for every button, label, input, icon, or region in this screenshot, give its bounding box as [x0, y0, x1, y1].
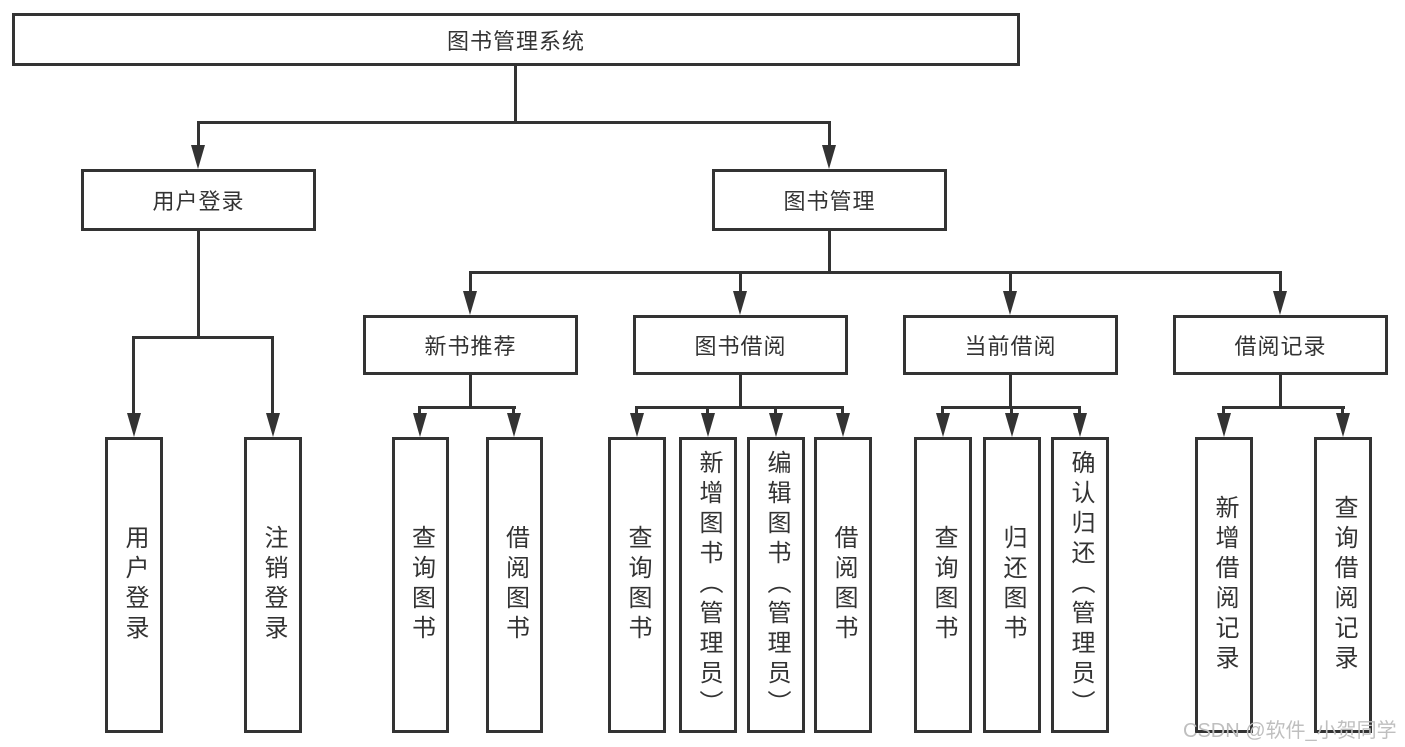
arrowhead-icon: [1273, 291, 1287, 315]
node-new-book-recommend-label: 新书推荐: [424, 334, 517, 359]
csdn-watermark: CSDN @软件_小贺同学: [1183, 720, 1397, 742]
connector-bookmgmt-stem: [828, 231, 831, 273]
leaf-add-borrow-record: 新增借阅记录: [1195, 437, 1253, 733]
node-user-login: 用户登录: [81, 169, 316, 231]
arrowhead-icon: [822, 145, 836, 169]
arrowhead-icon: [836, 413, 850, 437]
arrowhead-icon: [701, 413, 715, 437]
node-current-borrow-label: 当前借阅: [964, 334, 1057, 359]
node-book-management-label: 图书管理: [783, 189, 876, 214]
connector-sec2-drop-1: [941, 406, 944, 418]
arrowhead-icon: [769, 413, 783, 437]
connector-sec0-drop-2: [512, 406, 515, 418]
connector-sec2-drop-3: [1078, 406, 1081, 418]
connector-bookmgmt-drop-2: [739, 271, 742, 293]
connector-bookmgmt-drop-1: [469, 271, 472, 293]
leaf-edit-book-admin-label: 编辑图书（管理员）: [763, 450, 790, 720]
connector-bookmgmt-drop-4: [1279, 271, 1282, 293]
connector-sec0-stem: [469, 375, 472, 409]
leaf-borrow-books-2: 借阅图书: [814, 437, 872, 733]
connector-sec3-stem: [1279, 375, 1282, 409]
connector-sec1-stem: [739, 375, 742, 409]
connector-userlogin-drop-2: [271, 336, 274, 416]
arrowhead-icon: [1073, 413, 1087, 437]
connector-sec2-stem: [1009, 375, 1012, 409]
connector-bookmgmt-bar: [469, 271, 1282, 274]
connector-sec1-drop-1: [635, 406, 638, 418]
leaf-user-login-label: 用户登录: [121, 525, 148, 645]
connector-sec0-drop-1: [418, 406, 421, 418]
leaf-query-books-2-label: 查询图书: [624, 525, 651, 645]
leaf-logout: 注销登录: [244, 437, 302, 733]
leaf-edit-book-admin: 编辑图书（管理员）: [747, 437, 805, 733]
connector-root-right-drop: [828, 121, 831, 151]
leaf-query-borrow-record-label: 查询借阅记录: [1330, 495, 1357, 675]
node-new-book-recommend: 新书推荐: [363, 315, 578, 375]
leaf-add-book-admin: 新增图书（管理员）: [679, 437, 737, 733]
arrowhead-icon: [127, 413, 141, 437]
leaf-borrow-books-1: 借阅图书: [486, 437, 543, 733]
connector-root-left-drop: [197, 121, 200, 151]
leaf-query-books-1-label: 查询图书: [407, 525, 435, 645]
connector-sec1-drop-2: [706, 406, 709, 418]
leaf-add-borrow-record-label: 新增借阅记录: [1211, 495, 1238, 675]
node-root-label: 图书管理系统: [446, 28, 585, 54]
arrowhead-icon: [733, 291, 747, 315]
node-borrow-records: 借阅记录: [1173, 315, 1388, 375]
connector-sec2-drop-2: [1010, 406, 1013, 418]
node-root: 图书管理系统: [12, 13, 1020, 66]
arrowhead-icon: [1005, 413, 1019, 437]
arrowhead-icon: [266, 413, 280, 437]
arrowhead-icon: [1217, 413, 1231, 437]
arrowhead-icon: [507, 413, 521, 437]
node-current-borrow: 当前借阅: [903, 315, 1118, 375]
arrowhead-icon: [191, 145, 205, 169]
connector-root-stem: [514, 66, 517, 121]
leaf-user-login: 用户登录: [105, 437, 163, 733]
arrowhead-icon: [1003, 291, 1017, 315]
connector-sec3-drop-1: [1222, 406, 1225, 418]
leaf-query-books-2: 查询图书: [608, 437, 666, 733]
arrowhead-icon: [936, 413, 950, 437]
leaf-borrow-books-1-label: 借阅图书: [501, 525, 529, 645]
node-book-borrow: 图书借阅: [633, 315, 848, 375]
leaf-query-books-1: 查询图书: [392, 437, 449, 733]
leaf-return-books: 归还图书: [983, 437, 1041, 733]
leaf-query-books-3-label: 查询图书: [930, 525, 957, 645]
arrowhead-icon: [463, 291, 477, 315]
connector-sec0-bar: [418, 406, 516, 409]
node-user-login-label: 用户登录: [152, 189, 245, 214]
connector-userlogin-stem: [197, 231, 200, 336]
leaf-confirm-return-admin: 确认归还（管理员）: [1051, 437, 1109, 733]
leaf-confirm-return-admin-label: 确认归还（管理员）: [1067, 450, 1094, 720]
node-book-management: 图书管理: [712, 169, 947, 231]
connector-sec1-drop-4: [841, 406, 844, 418]
connector-sec3-drop-2: [1341, 406, 1344, 418]
node-borrow-records-label: 借阅记录: [1234, 334, 1327, 359]
leaf-borrow-books-2-label: 借阅图书: [830, 525, 857, 645]
node-book-borrow-label: 图书借阅: [694, 334, 787, 359]
leaf-query-books-3: 查询图书: [914, 437, 972, 733]
arrowhead-icon: [630, 413, 644, 437]
connector-sec1-bar: [635, 406, 844, 409]
leaf-logout-label: 注销登录: [260, 525, 287, 645]
connector-userlogin-drop-1: [132, 336, 135, 416]
connector-sec1-drop-3: [774, 406, 777, 418]
connector-root-bar: [197, 121, 831, 124]
leaf-query-borrow-record: 查询借阅记录: [1314, 437, 1372, 733]
leaf-add-book-admin-label: 新增图书（管理员）: [695, 450, 722, 720]
connector-bookmgmt-drop-3: [1009, 271, 1012, 293]
connector-sec3-bar: [1222, 406, 1345, 409]
leaf-return-books-label: 归还图书: [999, 525, 1026, 645]
connector-userlogin-bar: [132, 336, 274, 339]
arrowhead-icon: [1336, 413, 1350, 437]
arrowhead-icon: [413, 413, 427, 437]
